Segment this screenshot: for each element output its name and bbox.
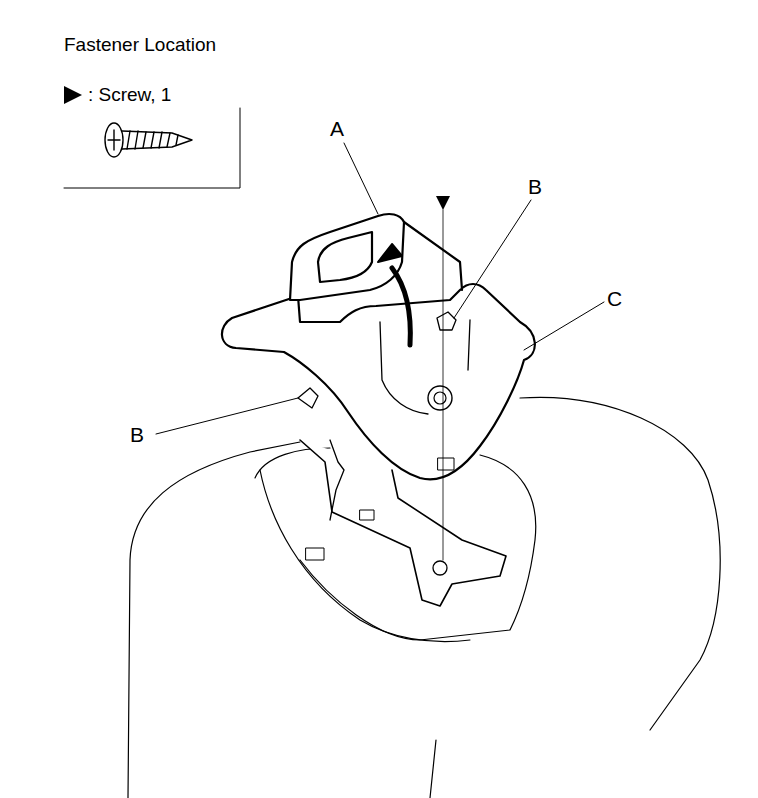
screw-marker-symbol	[64, 86, 82, 104]
screw-axis	[443, 210, 444, 560]
leader-line	[156, 143, 604, 434]
wire	[330, 440, 344, 520]
clip-slot	[306, 548, 324, 560]
callout-letter: B	[130, 423, 144, 447]
cover	[222, 214, 535, 479]
screw-icon	[105, 123, 192, 157]
removal-arrow	[392, 268, 410, 345]
legend-title: Fastener Location	[64, 34, 216, 56]
callout-letter: A	[330, 117, 344, 141]
legend-frame	[64, 108, 240, 188]
callout-letter: B	[528, 175, 542, 199]
callout-letter: C	[607, 287, 622, 311]
clip	[298, 388, 318, 408]
screw-hole	[434, 392, 446, 404]
clip	[437, 312, 456, 330]
legend-text: : Screw, 1	[88, 84, 171, 106]
bracket-hole	[433, 561, 447, 575]
clip-slot	[438, 458, 454, 470]
screw-hole	[428, 386, 452, 410]
screw-marker-symbol	[436, 196, 450, 210]
removal-arrowhead	[378, 244, 402, 262]
cover-inner	[380, 320, 470, 414]
clip-slot	[360, 510, 374, 520]
